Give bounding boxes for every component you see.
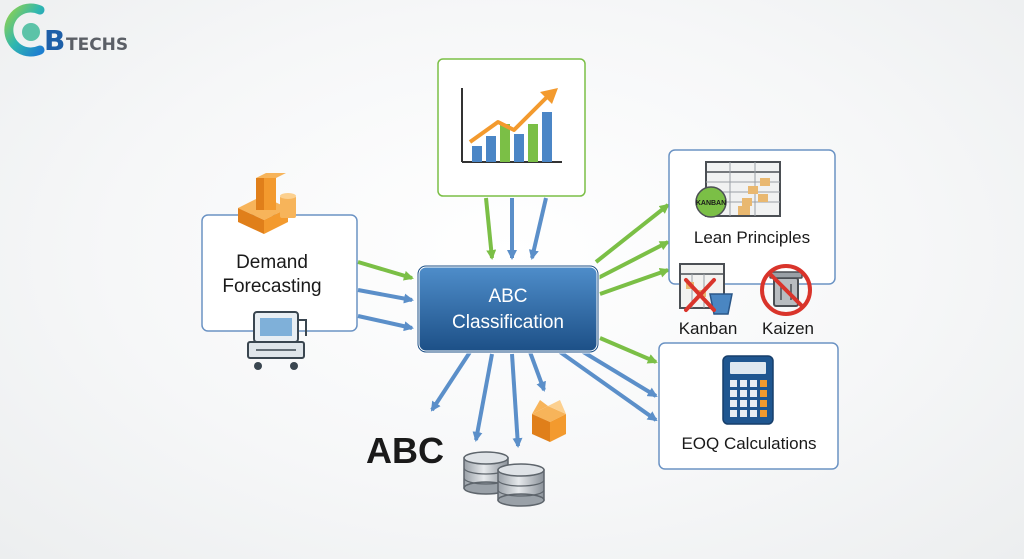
demand-label-line2: Forecasting	[222, 276, 321, 297]
arrow-lean-green-3	[599, 267, 670, 296]
arrow-db-1	[472, 353, 494, 442]
arrow-demand-green	[357, 260, 414, 281]
arrow-db-2	[510, 353, 523, 448]
kanban-tag-text: KANBAN	[696, 200, 726, 207]
arrows	[357, 197, 670, 448]
demand-label-line1: Demand	[236, 252, 308, 273]
eoq-label: EOQ Calculations	[681, 434, 816, 453]
arrow-chart-blue-2	[528, 197, 548, 260]
arrow-chart-green	[484, 197, 497, 260]
arrow-lean-green-1	[594, 203, 670, 264]
demand-forecasting-box[interactable]: Demand Forecasting	[201, 214, 358, 332]
logo-mark: B	[44, 24, 65, 57]
kanban-item[interactable]: Kanban	[679, 263, 738, 338]
kaizen-label: Kaizen	[762, 319, 814, 338]
growth-chart-box[interactable]	[437, 58, 586, 197]
orange-box-icon	[532, 400, 566, 442]
arrow-box	[528, 351, 546, 392]
arrow-eoq-blue-1	[578, 348, 658, 398]
arrow-eoq-blue-2	[558, 350, 658, 422]
logo-icon	[4, 3, 45, 57]
database-icon	[463, 451, 545, 507]
abc-text-label: ABC	[366, 430, 444, 471]
abc-classification-node[interactable]: ABC Classification	[416, 264, 600, 354]
kaizen-no-waste-icon	[760, 264, 812, 316]
kanban-board-icon: KANBAN	[695, 161, 781, 218]
arrow-abc-text	[430, 350, 472, 412]
arrow-lean-green-2	[597, 240, 670, 280]
lean-principles-label: Lean Principles	[694, 228, 810, 247]
kanban-bin-icon	[679, 263, 733, 315]
orange-blocks-icon	[238, 173, 296, 234]
growth-chart-icon	[461, 88, 562, 163]
arrow-eoq-green	[599, 336, 658, 364]
logo[interactable]: B TECHS	[4, 3, 128, 57]
abc-node-line1: ABC	[488, 286, 527, 307]
lean-principles-box[interactable]: KANBAN Lean Principles	[668, 149, 836, 285]
kaizen-item[interactable]: Kaizen	[760, 264, 814, 338]
arrow-demand-blue-1	[357, 288, 414, 304]
monitor-cart-icon	[247, 311, 307, 370]
arrow-demand-blue-2	[357, 314, 414, 332]
calculator-icon	[722, 355, 774, 425]
kanban-label: Kanban	[679, 319, 738, 338]
abc-node-line2: Classification	[452, 312, 564, 333]
eoq-calculations-box[interactable]: EOQ Calculations	[658, 342, 839, 470]
logo-text: TECHS	[66, 35, 128, 55]
